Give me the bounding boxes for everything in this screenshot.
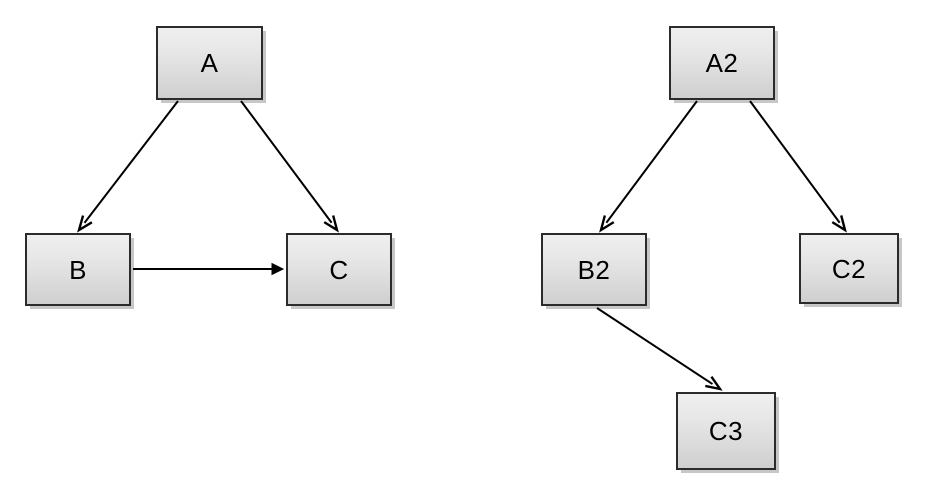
edge-line [605, 100, 698, 224]
node-label: C3 [708, 416, 744, 446]
arrowhead-open-v [77, 215, 93, 233]
node-a[interactable]: A [156, 26, 263, 100]
arrowhead-open-v [705, 376, 723, 391]
edge-a-b [77, 100, 179, 233]
arrowhead-filled [271, 262, 285, 276]
node-b[interactable]: B [25, 233, 131, 306]
edge-line [596, 307, 714, 385]
node-label: C2 [831, 253, 867, 284]
node-c3[interactable]: C3 [676, 392, 776, 470]
node-label: C [329, 254, 349, 285]
edge-a-c [240, 100, 339, 233]
edge-a2-b2 [599, 100, 698, 233]
edge-line [83, 100, 179, 224]
node-a2[interactable]: A2 [669, 26, 775, 100]
node-c[interactable]: C [286, 233, 392, 306]
node-label: A2 [705, 48, 739, 78]
edge-a2-c2 [749, 100, 847, 233]
edge-b2-c3 [596, 307, 723, 391]
node-label: A [200, 48, 219, 78]
arrowhead-open-v [599, 215, 615, 233]
arrowhead-open-v [323, 215, 339, 233]
node-label: B [69, 254, 87, 285]
edge-line [240, 100, 333, 224]
node-label: B2 [577, 254, 611, 285]
arrowhead-open-v [831, 215, 847, 233]
node-b2[interactable]: B2 [541, 233, 647, 306]
node-c2[interactable]: C2 [799, 233, 899, 304]
edge-b-c [133, 262, 285, 276]
edge-line [749, 100, 841, 224]
